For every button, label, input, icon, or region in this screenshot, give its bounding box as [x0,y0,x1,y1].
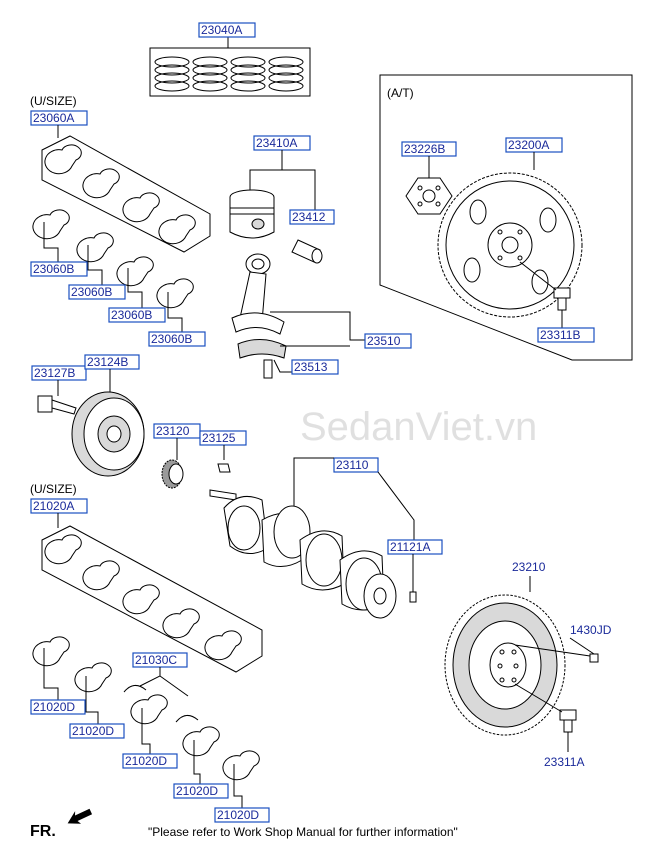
label-21020D-3[interactable]: 21020D [122,753,178,769]
usize-label-lower: (U/SIZE) [30,482,77,496]
label-23040A[interactable]: 23040A [198,22,256,38]
svg-text:23412: 23412 [292,210,326,224]
svg-text:21020D: 21020D [33,700,75,714]
label-23226B[interactable]: 23226B [401,141,457,157]
label-23060B-1[interactable]: 23060B [30,261,88,277]
piston-ring-set [149,36,311,97]
svg-text:23410A: 23410A [256,136,297,150]
main-bearing-strip [41,525,263,673]
piston [229,189,275,239]
svg-text:23120: 23120 [156,424,190,438]
at-label: (A/T) [387,86,414,100]
svg-text:23060B: 23060B [151,332,192,346]
label-23210[interactable]: 23210 [512,560,546,574]
usize-label-upper: (U/SIZE) [30,94,77,108]
svg-text:21020D: 21020D [125,754,167,768]
bearing-shell-23060B-group [32,209,194,332]
svg-text:23311B: 23311B [540,328,580,342]
label-21020D-2[interactable]: 21020D [69,723,125,739]
svg-text:23200A: 23200A [508,138,549,152]
bearing-shell-strip-upper [41,135,211,253]
label-21020D-5[interactable]: 21020D [214,807,270,823]
svg-text:21020D: 21020D [217,808,259,822]
footer-note: "Please refer to Work Shop Manual for fu… [148,825,458,839]
label-23060B-4[interactable]: 23060B [148,331,206,347]
thrust-washers [123,685,199,723]
label-21020D-4[interactable]: 21020D [173,783,229,799]
crank-sprocket [161,459,184,489]
svg-text:23040A: 23040A [201,23,242,37]
label-23110[interactable]: 23110 [333,457,379,473]
label-23410A[interactable]: 23410A [253,135,311,151]
drive-plate [437,172,583,318]
svg-text:21030C: 21030C [135,653,177,667]
svg-text:23110: 23110 [336,458,369,472]
label-21030C[interactable]: 21030C [132,652,188,668]
adapter-plate [405,177,453,215]
svg-text:23060B: 23060B [111,308,152,322]
at-flexplate-group: (A/T) [379,74,633,361]
label-23120[interactable]: 23120 [153,423,201,439]
svg-text:21020D: 21020D [176,784,218,798]
woodruff-key [217,463,231,473]
label-23200A[interactable]: 23200A [505,137,563,153]
svg-text:23127B: 23127B [34,366,75,380]
svg-text:23513: 23513 [294,360,328,374]
svg-text:23226B: 23226B [404,142,445,156]
svg-text:23060A: 23060A [33,111,74,125]
svg-text:23124B: 23124B [87,355,128,369]
label-23513[interactable]: 23513 [291,359,339,375]
label-23125[interactable]: 23125 [199,430,247,446]
label-21020D-1[interactable]: 21020D [30,699,86,715]
label-23060B-3[interactable]: 23060B [108,307,166,323]
svg-text:21121A: 21121A [390,540,430,554]
label-23124B[interactable]: 23124B [84,354,140,370]
label-23060A[interactable]: 23060A [30,110,88,126]
svg-text:23125: 23125 [202,431,236,445]
svg-text:21020A: 21020A [33,499,74,513]
label-23127B[interactable]: 23127B [31,365,87,381]
flywheel [444,594,566,736]
front-direction-indicator: FR. [30,808,93,840]
fr-label: FR. [30,823,56,840]
label-23311A[interactable]: 23311A [544,755,584,769]
svg-text:23510: 23510 [367,334,401,348]
label-21020A[interactable]: 21020A [30,498,88,514]
crank-pulley [71,391,145,477]
watermark: SedanViet.vn [300,405,537,449]
label-1430JD[interactable]: 1430JD [570,623,612,637]
svg-text:23060B: 23060B [33,262,74,276]
label-23060B-2[interactable]: 23060B [68,284,126,300]
main-bearing-shell-21020D-group [32,636,260,808]
front-arrow-icon [67,808,93,824]
svg-text:21020D: 21020D [72,724,114,738]
label-23412[interactable]: 23412 [289,209,335,225]
flexplate-bolt [519,261,571,311]
connecting-rod [231,253,287,379]
piston-pin [291,239,323,264]
flywheel-bolt [514,683,577,733]
label-23510[interactable]: 23510 [364,333,412,349]
label-23311B[interactable]: 23311B [537,327,595,343]
crankshaft [209,489,417,619]
svg-text:23060B: 23060B [71,285,112,299]
pulley-bolt [37,395,77,415]
label-21121A[interactable]: 21121A [387,539,443,555]
